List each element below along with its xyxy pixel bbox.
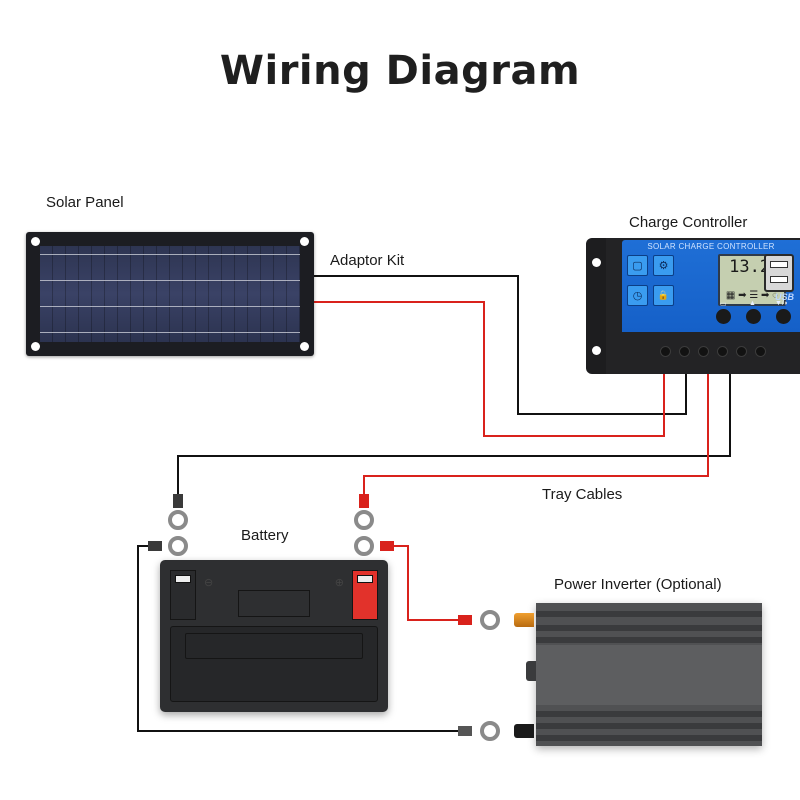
terminal-block — [622, 340, 800, 362]
lock-icon: 🔒 — [653, 285, 674, 306]
inverter-positive-terminal — [514, 613, 534, 627]
mount-hole — [592, 258, 601, 267]
ring-lug-positive-side — [354, 536, 394, 556]
up-button[interactable] — [746, 309, 761, 324]
mount-hole — [31, 237, 40, 246]
voltage-value: 13.2 — [729, 257, 771, 277]
battery-label: Battery — [241, 527, 289, 544]
button-label: ▭ — [720, 301, 727, 308]
terminal — [736, 346, 747, 357]
wire-panel-positive — [314, 301, 665, 437]
adaptor-kit-label: Adaptor Kit — [330, 252, 405, 269]
lcd-display: 13.2V ▦ ➡ ☰ ➡ ◌ — [718, 254, 786, 306]
wire-battery-positive — [363, 372, 709, 494]
heat-fin — [536, 637, 762, 643]
heat-fin — [536, 625, 762, 631]
wire-inverter-positive — [392, 545, 462, 621]
menu-button[interactable] — [716, 309, 731, 324]
heat-fin — [536, 711, 762, 717]
terminal — [755, 346, 766, 357]
controller-faceplate: SOLAR CHARGE CONTROLLER ▢ ⚙ ◷ 🔒 13.2V ▦ … — [622, 240, 800, 332]
heat-fin — [536, 611, 762, 617]
solar-panel-label: Solar Panel — [46, 194, 124, 211]
terminal — [660, 346, 671, 357]
battery-lid-panel — [185, 633, 363, 659]
terminal — [717, 346, 728, 357]
charge-controller: SOLAR CHARGE CONTROLLER ▢ ⚙ ◷ 🔒 13.2V ▦ … — [586, 238, 800, 374]
usb-label: USB — [774, 292, 794, 302]
charge-controller-label: Charge Controller — [629, 214, 748, 231]
mount-hole — [31, 342, 40, 351]
page-title: Wiring Diagram — [219, 48, 581, 94]
mount-hole — [300, 237, 309, 246]
battery: ⊖ ⊕ — [160, 560, 388, 712]
button-label: ▲ — [749, 300, 756, 307]
tray-cables-label: Tray Cables — [542, 486, 623, 503]
terminal — [698, 346, 709, 357]
busbar — [40, 306, 300, 307]
usb-port — [770, 261, 788, 268]
inverter-center-panel — [536, 645, 762, 705]
inverter-side-switch — [526, 661, 536, 681]
lcd-status-icons: ▦ ➡ ☰ ➡ ◌ — [725, 290, 779, 301]
battery-lid — [170, 626, 378, 702]
plus-symbol: ⊕ — [334, 577, 344, 589]
wire-inverter-negative — [137, 545, 462, 732]
button-label: ▼/◗ — [775, 300, 789, 307]
down-button[interactable] — [776, 309, 791, 324]
ring-lug-positive-top — [354, 494, 374, 530]
gear-icon: ⚙ — [653, 255, 674, 276]
busbar — [40, 280, 300, 281]
battery-label-window — [238, 590, 310, 617]
heat-fin — [536, 723, 762, 729]
terminal-cap — [357, 575, 373, 583]
solar-cells — [40, 246, 300, 342]
mount-hole — [300, 342, 309, 351]
terminal-cap — [175, 575, 191, 583]
ring-lug-inverter-positive — [458, 610, 500, 630]
mount-hole — [592, 346, 601, 355]
terminal — [679, 346, 690, 357]
ring-lug-negative-top — [168, 494, 188, 530]
power-inverter — [526, 603, 762, 746]
power-inverter-label: Power Inverter (Optional) — [554, 576, 722, 593]
controller-header: SOLAR CHARGE CONTROLLER — [647, 242, 775, 251]
ring-lug-inverter-negative — [458, 721, 500, 741]
wire-panel-negative — [314, 275, 687, 415]
positive-terminal — [352, 570, 378, 620]
usb-port — [770, 276, 788, 283]
wire-battery-negative — [177, 372, 731, 494]
heat-fin — [536, 735, 762, 741]
solar-panel — [26, 232, 314, 356]
mppt-icon: ▢ — [627, 255, 648, 276]
clock-icon: ◷ — [627, 285, 648, 306]
ring-lug-negative-side — [148, 536, 188, 556]
minus-symbol: ⊖ — [204, 577, 214, 589]
busbar — [40, 254, 300, 255]
busbar — [40, 332, 300, 333]
usb-ports — [764, 254, 794, 292]
negative-terminal — [170, 570, 196, 620]
inverter-negative-terminal — [514, 724, 534, 738]
